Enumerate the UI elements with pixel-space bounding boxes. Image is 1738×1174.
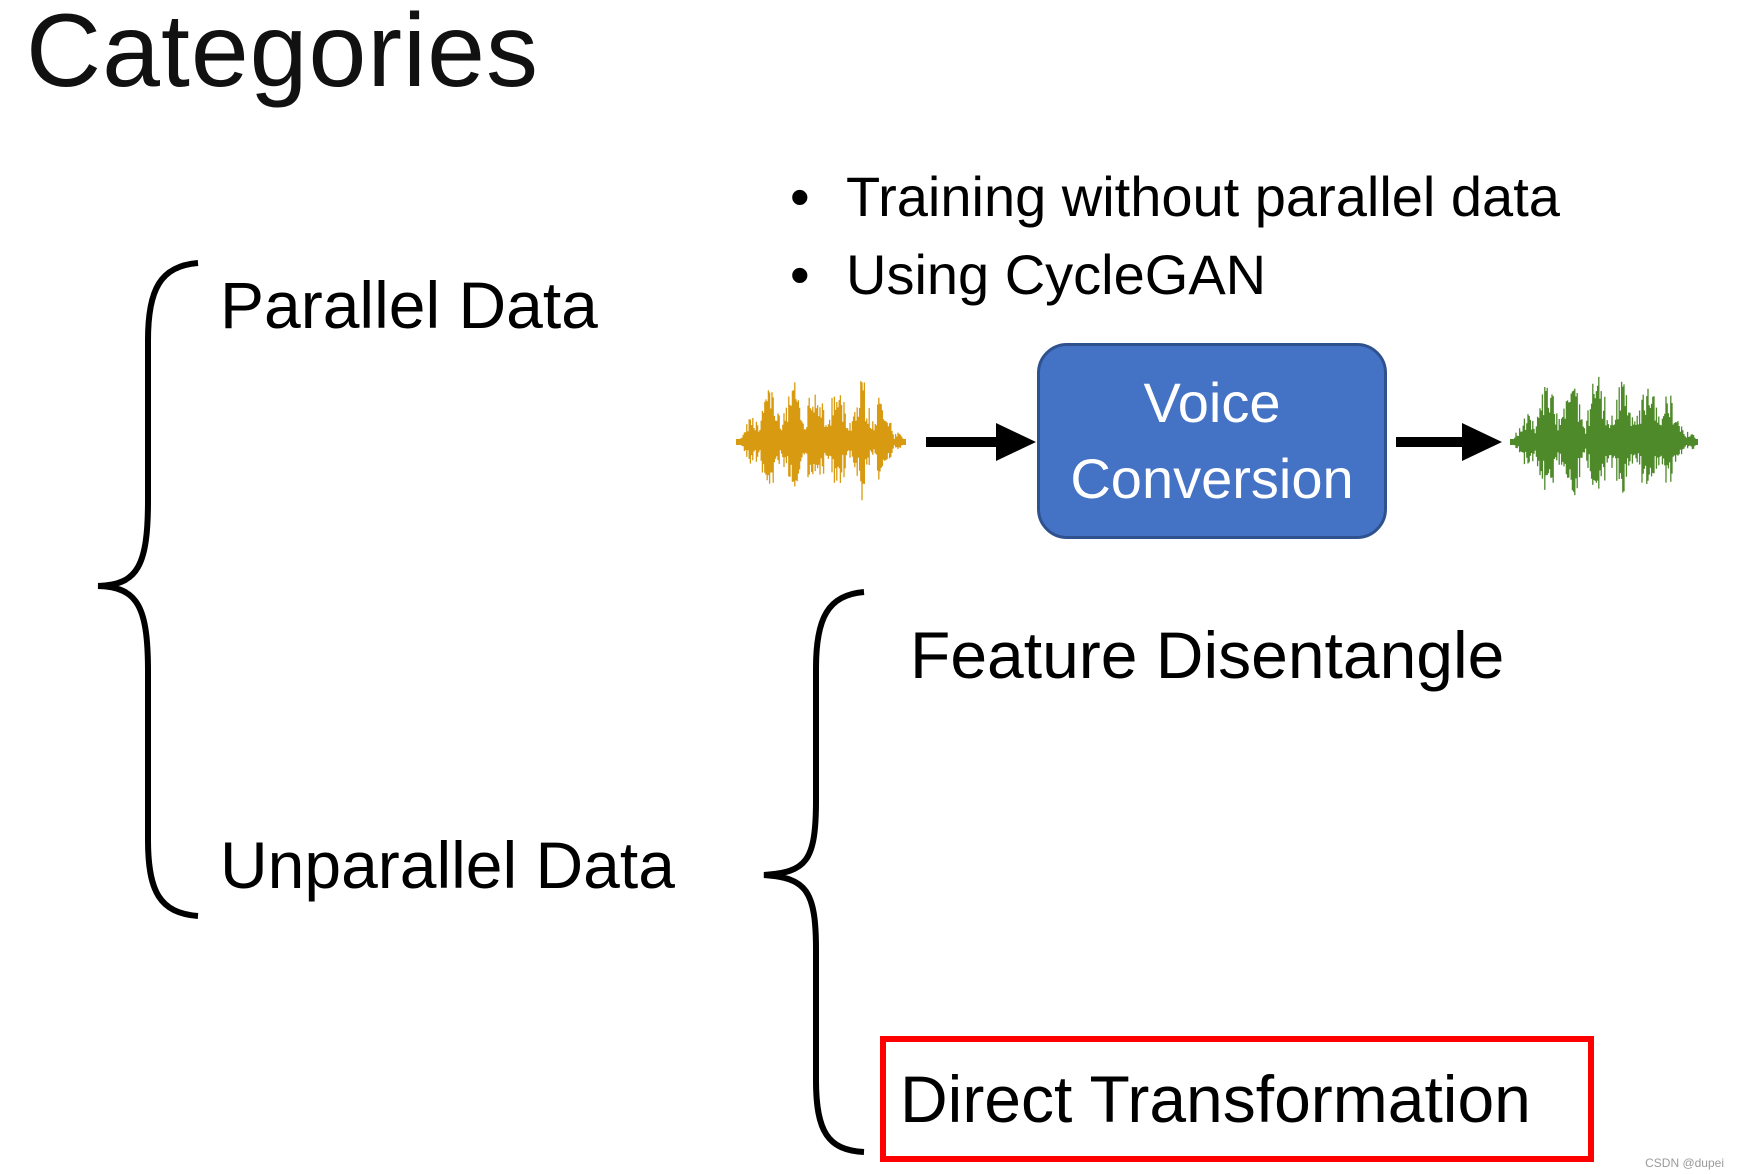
bullet-text: Training without parallel data <box>846 165 1560 228</box>
input-waveform <box>736 381 906 501</box>
highlight-box <box>880 1036 1594 1162</box>
unparallel-data-label: Unparallel Data <box>220 828 675 902</box>
right-brace <box>763 589 865 1155</box>
voice-conversion-box: Voice Conversion <box>1037 343 1387 539</box>
bullet-list: • Training without parallel data • Using… <box>790 158 1560 314</box>
watermark: CSDN @dupei <box>1645 1156 1724 1170</box>
bullet-text: Using CycleGAN <box>846 243 1267 306</box>
output-waveform <box>1510 376 1698 496</box>
arrow-to-box <box>926 423 1036 461</box>
direct-transformation-label: Direct Transformation <box>900 1062 1531 1136</box>
left-brace <box>97 260 199 919</box>
parallel-data-label: Parallel Data <box>220 268 598 342</box>
waveform-strokes <box>1510 376 1698 496</box>
box-line-2: Conversion <box>1070 447 1354 510</box>
bullet-dot: • <box>790 243 810 306</box>
box-line-1: Voice <box>1143 371 1281 434</box>
page-title: Categories <box>26 0 539 109</box>
bullet-dot: • <box>790 165 810 228</box>
feature-disentangle-label: Feature Disentangle <box>910 618 1505 692</box>
bullet-item: • Training without parallel data <box>790 158 1560 236</box>
arrow-from-box <box>1396 423 1502 461</box>
bullet-item: • Using CycleGAN <box>790 236 1560 314</box>
